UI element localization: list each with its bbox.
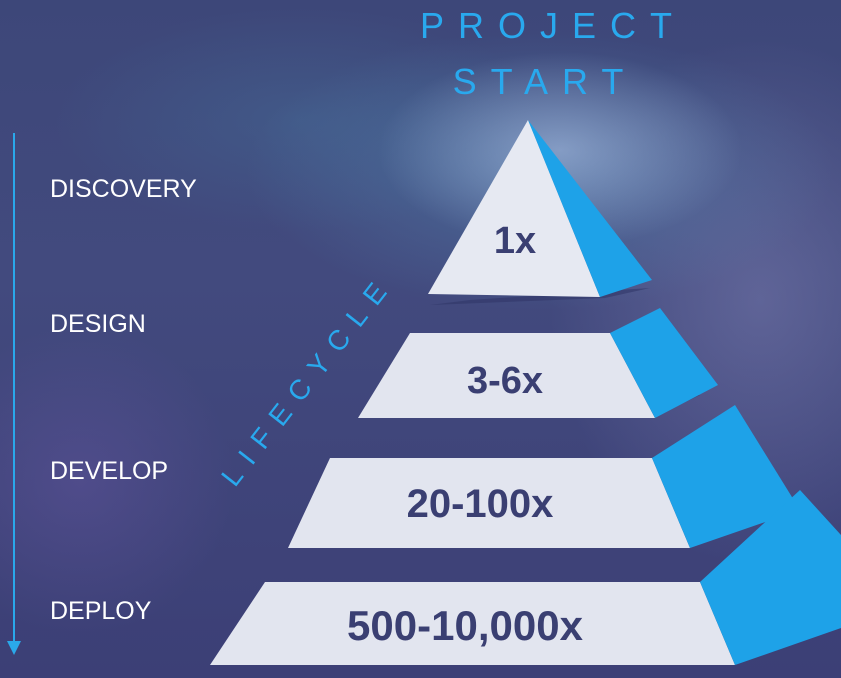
- stage-develop: DEVELOP: [50, 457, 169, 485]
- tier-3-face: [288, 458, 690, 548]
- tier-1-face: [428, 120, 600, 297]
- tier-1-label: 1x: [493, 220, 537, 262]
- lifecycle-arrow-line: [13, 133, 15, 643]
- arrow-down-icon: [7, 641, 21, 655]
- tier-2-face: [358, 333, 655, 418]
- title-line-1: PROJECT: [420, 5, 687, 46]
- tier-3-label: 20-100x: [406, 482, 554, 526]
- stage-deploy: DEPLOY: [50, 597, 152, 625]
- title-line-2: START: [452, 61, 638, 102]
- stage-design: DESIGN: [50, 310, 146, 338]
- tier-3-side: [652, 405, 800, 548]
- tier-2-side: [610, 308, 718, 418]
- tier-4-side: [700, 490, 841, 665]
- tier-1-side: [528, 120, 652, 297]
- tier-2-label: 3-6x: [466, 360, 544, 402]
- tier-4-face: [210, 582, 735, 665]
- tier-4-label: 500-10,000x: [347, 602, 583, 649]
- stage-discovery: DISCOVERY: [50, 175, 197, 203]
